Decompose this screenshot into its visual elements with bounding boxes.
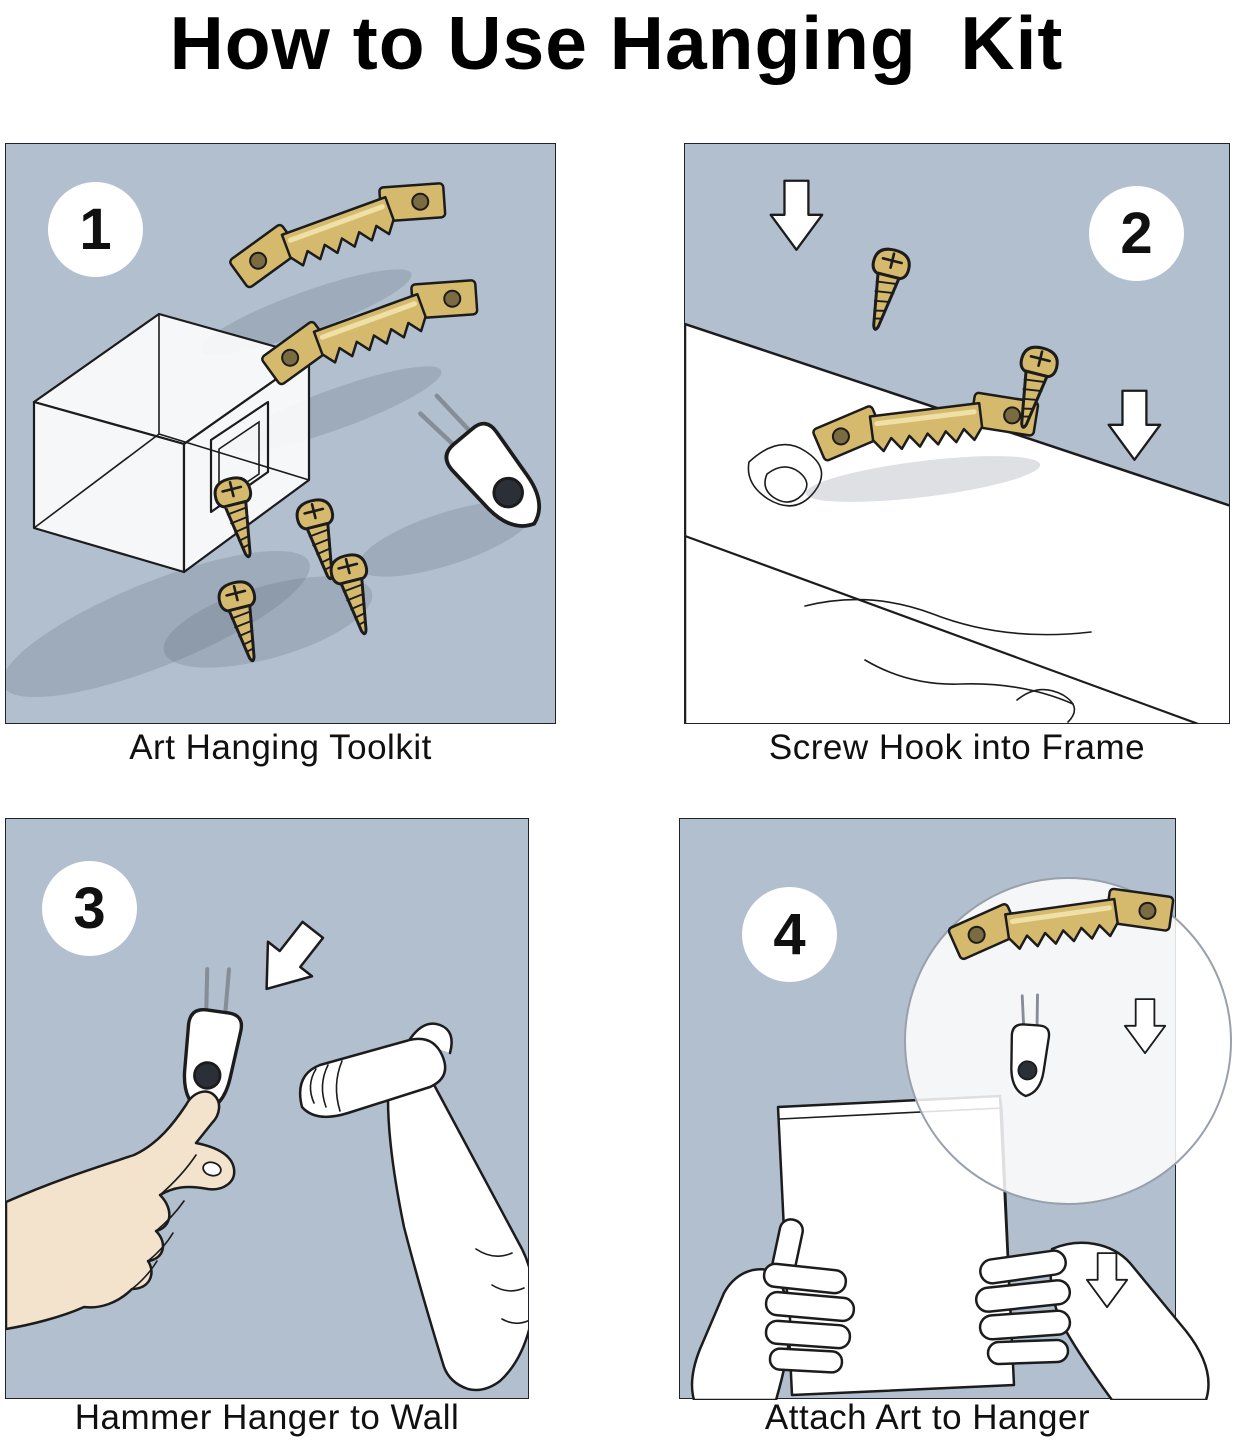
left-hand-icon (690, 1218, 856, 1400)
sawtooth-hanger-icon (223, 167, 454, 292)
magnifier-circle (904, 877, 1232, 1205)
screw-hook-illustration (685, 179, 1229, 723)
wood-frame-board (685, 322, 1229, 723)
step-number-badge: 4 (742, 887, 837, 982)
hammer-illustration (6, 911, 528, 1392)
step-2-caption: Screw Hook into Frame (768, 728, 1146, 767)
down-arrow-icon (243, 911, 337, 1008)
step-4-panel: 4 (679, 818, 1232, 1400)
step-3-caption: Hammer Hanger to Wall (74, 1398, 460, 1437)
page-title: How to Use Hanging Kit (169, 1, 1064, 85)
hand-icon (6, 1090, 236, 1331)
step-number: 1 (79, 197, 112, 262)
step-number: 3 (73, 876, 106, 941)
down-arrow-icon (769, 179, 824, 251)
storage-box-icon (32, 312, 311, 574)
step-number: 4 (773, 902, 806, 967)
step-number-badge: 1 (48, 182, 143, 277)
screw-icon (856, 244, 914, 336)
down-arrow-icon (1107, 389, 1162, 461)
step-4-caption: Attach Art to Hanger (764, 1398, 1091, 1437)
step-1-caption: Art Hanging Toolkit (129, 728, 432, 767)
step-number-badge: 2 (1089, 186, 1184, 281)
toolkit-illustration (6, 144, 556, 698)
step-2-panel: 2 (684, 143, 1230, 724)
attach-art-illustration (690, 877, 1232, 1400)
hammer-icon (298, 1022, 528, 1392)
step-3-panel: 3 (5, 818, 529, 1399)
step-number: 2 (1120, 201, 1153, 266)
step-1-panel: 1 (5, 143, 556, 724)
step-number-badge: 3 (42, 861, 137, 956)
